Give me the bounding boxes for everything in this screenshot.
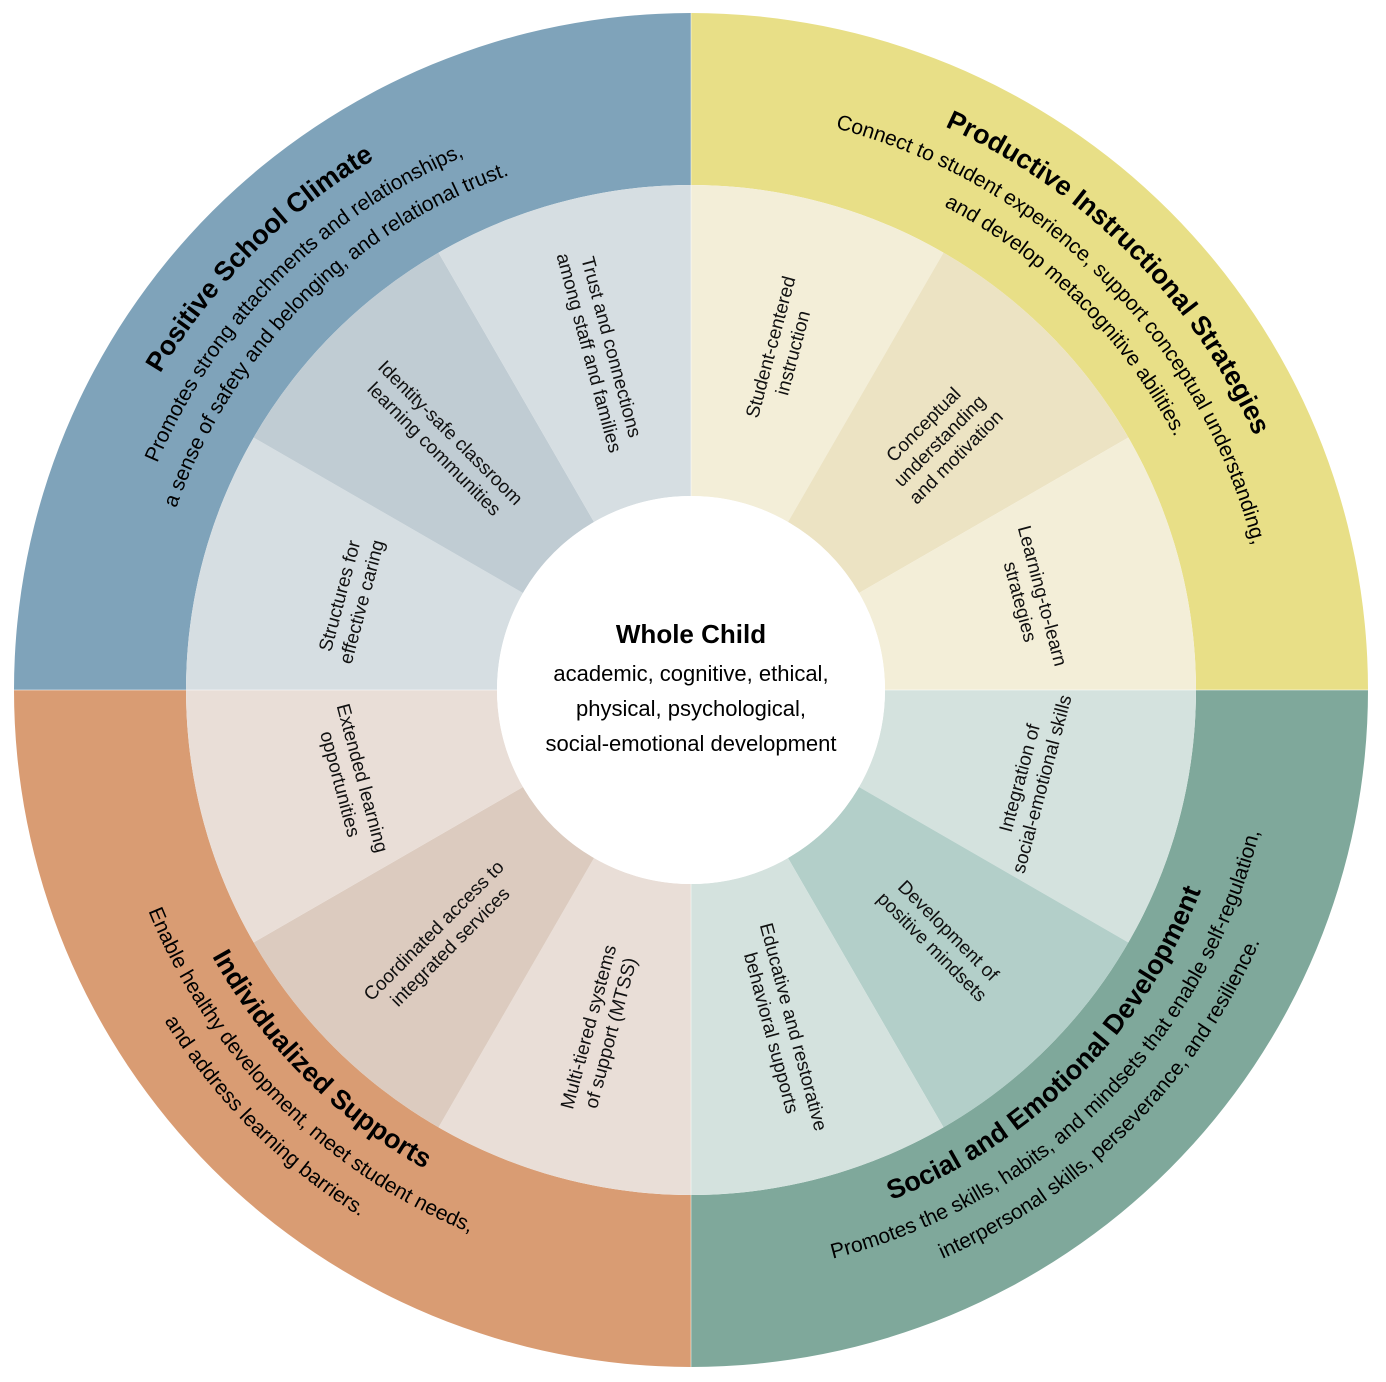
- inner-segment-supports: [186, 690, 523, 943]
- inner-segment-climate: [186, 437, 523, 690]
- inner-segment-climate: [253, 252, 594, 593]
- inner-segment-sed: [788, 787, 1129, 1128]
- center-line: academic, cognitive, ethical,: [553, 661, 828, 686]
- inner-segment-sed: [859, 690, 1196, 943]
- center-circle: [497, 496, 885, 884]
- inner-segment-instruction: [691, 185, 944, 522]
- center-title: Whole Child: [616, 619, 766, 649]
- inner-segment-instruction: [788, 252, 1129, 593]
- inner-segment-sed: [691, 858, 944, 1195]
- inner-segment-instruction: [859, 437, 1196, 690]
- center-line: physical, psychological,: [576, 696, 806, 721]
- inner-ring: [186, 185, 1196, 1195]
- outer-band-supports: [14, 690, 691, 1367]
- center-line: social-emotional development: [545, 731, 836, 756]
- inner-segment-supports: [253, 787, 594, 1128]
- outer-band-sed: [691, 690, 1368, 1367]
- outer-band-climate: [14, 13, 691, 690]
- outer-band-instruction: [691, 13, 1368, 690]
- inner-segment-climate: [438, 185, 691, 522]
- center-hub: Whole Child academic, cognitive, ethical…: [497, 496, 885, 884]
- inner-segment-supports: [438, 858, 691, 1195]
- outer-ring: [14, 13, 1368, 1367]
